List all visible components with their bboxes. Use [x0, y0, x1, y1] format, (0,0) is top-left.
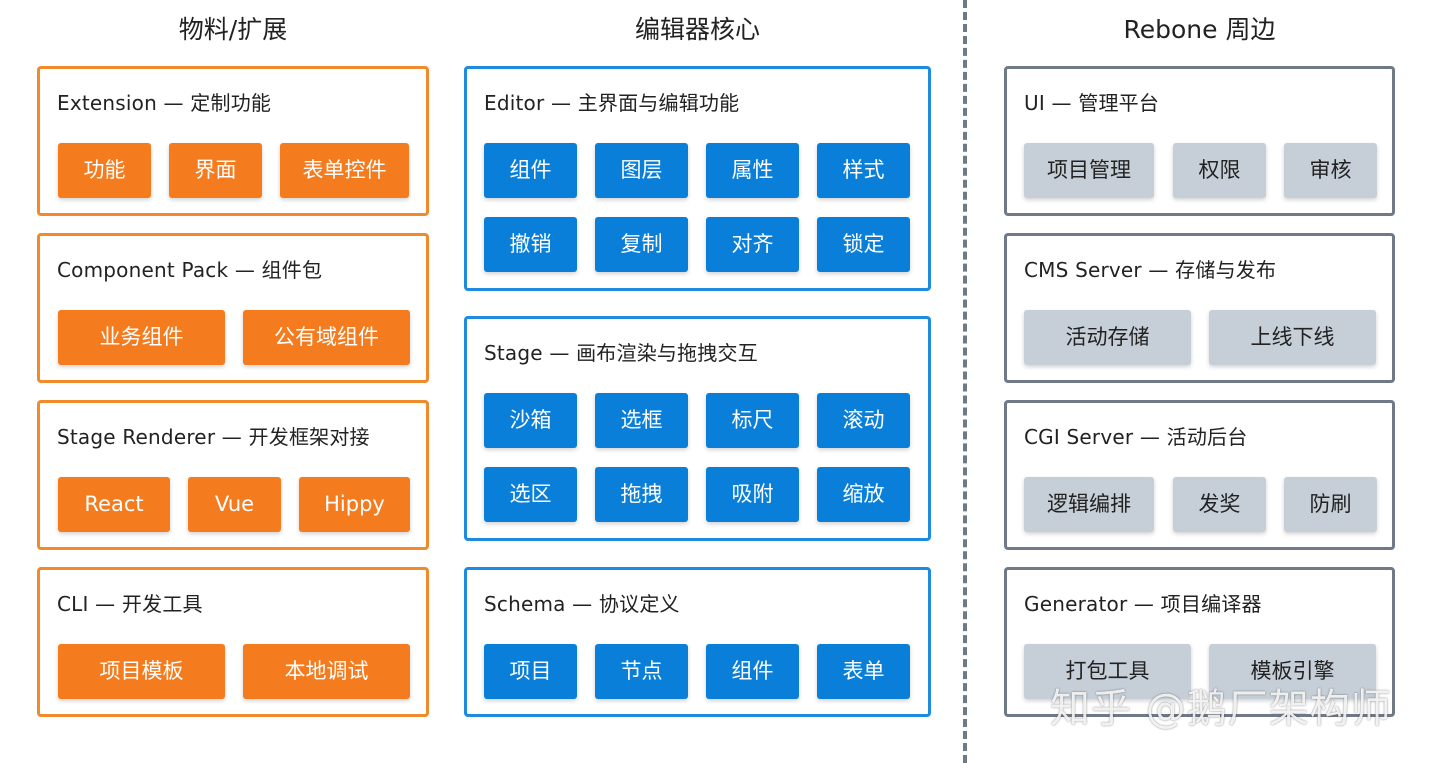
- chip-zoom: 缩放: [817, 467, 910, 522]
- chip-function: 功能: [58, 143, 151, 198]
- chip-form-control: 表单控件: [280, 143, 409, 198]
- chip-components: 组件: [484, 143, 577, 198]
- chip-drag: 拖拽: [595, 467, 688, 522]
- chip-project-management: 项目管理: [1024, 143, 1154, 198]
- schema-box-title: Schema — 协议定义: [484, 592, 680, 616]
- chip-activity-storage: 活动存储: [1024, 310, 1191, 365]
- chip-react: React: [58, 477, 170, 532]
- chip-node: 节点: [595, 644, 688, 699]
- chip-scroll: 滚动: [817, 393, 910, 448]
- chip-interface: 界面: [169, 143, 262, 198]
- zhihu-watermark: 知乎 @鹅厂架构师: [1050, 686, 1392, 732]
- generator-box: Generator — 项目编译器 打包工具 模板引擎: [1004, 567, 1395, 717]
- chip-snap: 吸附: [706, 467, 799, 522]
- ui-box: UI — 管理平台 项目管理 权限 审核: [1004, 66, 1395, 216]
- stage-box: Stage — 画布渲染与拖拽交互 沙箱 选框 标尺 滚动 选区 拖拽 吸附 缩…: [464, 316, 931, 541]
- stage-renderer-box: Stage Renderer — 开发框架对接 React Vue Hippy: [37, 400, 429, 550]
- chip-align: 对齐: [706, 217, 799, 272]
- chip-project-template: 项目模板: [58, 644, 225, 699]
- chip-copy: 复制: [595, 217, 688, 272]
- generator-box-title: Generator — 项目编译器: [1024, 592, 1262, 616]
- chip-award: 发奖: [1173, 477, 1266, 532]
- component-pack-box: Component Pack — 组件包 业务组件 公有域组件: [37, 233, 429, 383]
- extension-box-title: Extension — 定制功能: [57, 91, 272, 115]
- chip-layers: 图层: [595, 143, 688, 198]
- chip-ruler: 标尺: [706, 393, 799, 448]
- ui-box-title: UI — 管理平台: [1024, 91, 1160, 115]
- chip-template-engine: 模板引擎: [1209, 644, 1376, 699]
- chip-sandbox: 沙箱: [484, 393, 577, 448]
- chip-styles: 样式: [817, 143, 910, 198]
- cms-server-box-title: CMS Server — 存储与发布: [1024, 258, 1277, 282]
- chip-undo: 撤销: [484, 217, 577, 272]
- schema-box: Schema — 协议定义 项目 节点 组件 表单: [464, 567, 931, 717]
- chip-lock: 锁定: [817, 217, 910, 272]
- chip-business-components: 业务组件: [58, 310, 225, 365]
- chip-review: 审核: [1284, 143, 1377, 198]
- chip-anti-fraud: 防刷: [1284, 477, 1377, 532]
- cgi-server-box: CGI Server — 活动后台 逻辑编排 发奖 防刷: [1004, 400, 1395, 550]
- stage-box-title: Stage — 画布渲染与拖拽交互: [484, 341, 758, 365]
- chip-selection-area: 选区: [484, 467, 577, 522]
- column-title-materials: 物料/扩展: [178, 15, 288, 44]
- chip-hippy: Hippy: [299, 477, 410, 532]
- chip-selection-box: 选框: [595, 393, 688, 448]
- chip-logic-orchestration: 逻辑编排: [1024, 477, 1154, 532]
- chip-properties: 属性: [706, 143, 799, 198]
- stage-renderer-box-title: Stage Renderer — 开发框架对接: [57, 425, 370, 449]
- cli-box: CLI — 开发工具 项目模板 本地调试: [37, 567, 429, 717]
- chip-project: 项目: [484, 644, 577, 699]
- chip-form: 表单: [817, 644, 910, 699]
- cli-box-title: CLI — 开发工具: [57, 592, 203, 616]
- column-title-editor-core: 编辑器核心: [634, 15, 760, 44]
- chip-vue: Vue: [188, 477, 281, 532]
- chip-local-debug: 本地调试: [243, 644, 410, 699]
- chip-component: 组件: [706, 644, 799, 699]
- chip-public-domain-components: 公有域组件: [243, 310, 410, 365]
- editor-box-title: Editor — 主界面与编辑功能: [484, 91, 740, 115]
- component-pack-box-title: Component Pack — 组件包: [57, 258, 323, 282]
- extension-box: Extension — 定制功能 功能 界面 表单控件: [37, 66, 429, 216]
- column-divider: [963, 0, 967, 763]
- chip-permissions: 权限: [1173, 143, 1266, 198]
- chip-publish-unpublish: 上线下线: [1209, 310, 1376, 365]
- column-title-rebone-periphery: Rebone 周边: [1123, 15, 1276, 44]
- cms-server-box: CMS Server — 存储与发布 活动存储 上线下线: [1004, 233, 1395, 383]
- cgi-server-box-title: CGI Server — 活动后台: [1024, 425, 1248, 449]
- editor-box: Editor — 主界面与编辑功能 组件 图层 属性 样式 撤销 复制 对齐 锁…: [464, 66, 931, 291]
- chip-bundler: 打包工具: [1024, 644, 1191, 699]
